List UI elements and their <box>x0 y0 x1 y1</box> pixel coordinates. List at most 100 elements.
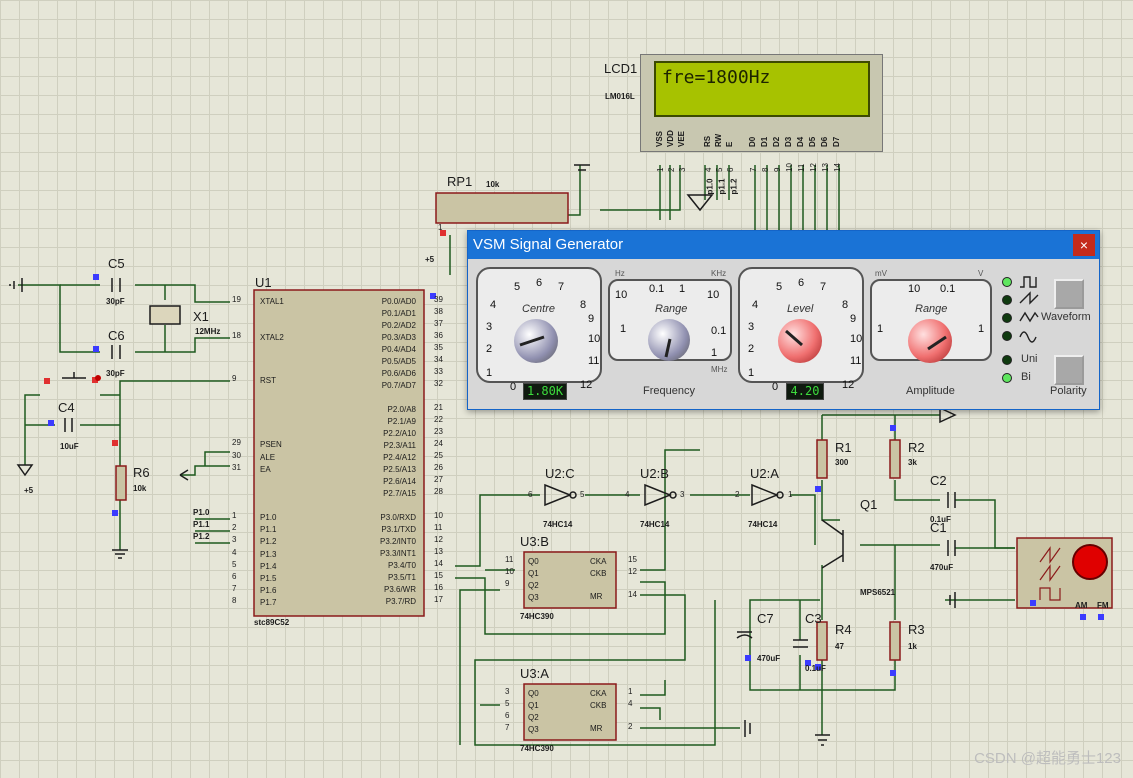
scope-fm: FM <box>1097 601 1109 610</box>
mcu-pin-label: P3.7/RD <box>385 597 416 606</box>
counter-pin-number: 2 <box>628 722 633 731</box>
net-p12: P1.2 <box>193 532 210 541</box>
mcu-pin-label: P0.1/AD1 <box>381 309 416 318</box>
counter-pin-label: Q3 <box>528 725 539 734</box>
mcu-pin-number: 19 <box>232 295 241 304</box>
mcu-pin-label: P3.6/WR <box>383 585 416 594</box>
dial-tick: 12 <box>842 379 855 391</box>
mcu-pin-label: P1.5 <box>260 574 277 583</box>
c5-value: 30pF <box>106 297 125 306</box>
mcu-pin-number: 10 <box>434 511 443 520</box>
mcu-pin-number: 7 <box>232 584 237 593</box>
lcd-pin-label: D0 <box>748 136 757 147</box>
waveform-label: Waveform <box>1041 311 1091 323</box>
dial-tick: 10 <box>588 333 601 345</box>
c1-ref: C1 <box>930 520 947 535</box>
dial-tick: 6 <box>798 277 805 289</box>
counter-pin-label: Q0 <box>528 689 539 698</box>
u3a-ref: U3:A <box>520 666 549 681</box>
waveform-icons <box>1019 276 1039 343</box>
amp-mv-label: mV <box>875 269 887 278</box>
freq-mhz-label: MHz <box>711 365 728 374</box>
waveform-led-sine <box>1002 331 1012 341</box>
counter-pin-label: CKB <box>590 701 607 710</box>
mcu-pin-label: P1.1 <box>260 525 277 534</box>
mcu-pin-number: 26 <box>434 463 443 472</box>
mcu-part: stc89C52 <box>254 618 290 627</box>
mcu-pin-number: 16 <box>434 583 443 592</box>
dial-tick: 1 <box>486 367 493 379</box>
lcd-pin-label: D3 <box>784 136 793 147</box>
freq-khz-label: KHz <box>711 269 727 278</box>
level-knob[interactable] <box>778 319 822 363</box>
port-label-p11: p1.1 <box>717 178 727 195</box>
dial-tick: 4 <box>490 299 497 311</box>
mcu-pin-label: P3.1/TXD <box>381 525 416 534</box>
r3-value: 1k <box>908 642 917 651</box>
waveform-button[interactable] <box>1054 279 1084 309</box>
mcu-pin-number: 28 <box>434 487 443 496</box>
generator-titlebar[interactable]: VSM Signal Generator × <box>468 231 1099 259</box>
dial-tick: 8 <box>842 299 849 311</box>
u2a-part: 74HC14 <box>748 520 778 529</box>
polarity-button[interactable] <box>1054 355 1084 385</box>
freq-range-knob[interactable] <box>648 319 690 361</box>
lcd-pin-label: VDD <box>666 130 675 147</box>
amp-range-knob[interactable] <box>908 319 952 363</box>
range-tick: 0.1 <box>940 283 956 295</box>
mcu-pin-number: 38 <box>434 307 443 316</box>
rp1-ref: RP1 <box>447 174 473 189</box>
mcu-pin-label: P2.5/A13 <box>383 465 416 474</box>
close-button[interactable]: × <box>1073 234 1095 256</box>
c7-value: 470uF <box>757 654 781 663</box>
counter-pin-number: 12 <box>628 567 637 576</box>
mcu-pin-number: 39 <box>434 295 443 304</box>
mcu-pin-number: 5 <box>232 560 237 569</box>
dial-tick: 2 <box>748 343 755 355</box>
lcd-pin-label: RS <box>703 135 712 147</box>
dial-tick: 5 <box>514 281 521 293</box>
r3-ref: R3 <box>908 622 925 637</box>
mcu-pin-label: P1.2 <box>260 537 277 546</box>
level-readout: 4.20 <box>786 383 824 400</box>
sine-icon <box>1019 331 1037 343</box>
amplitude-caption: Amplitude <box>906 385 955 397</box>
mcu-pin-label: ALE <box>260 453 276 462</box>
range-tick: 0.1 <box>649 283 665 295</box>
mcu-pin-number: 1 <box>232 511 237 520</box>
watermark: CSDN @超能勇士123 <box>974 750 1121 767</box>
mcu-pin-label: P2.1/A9 <box>387 417 416 426</box>
lcd-pin-number: 1 <box>656 167 665 172</box>
centre-knob-pointer <box>519 335 545 347</box>
waveform-led-sawtooth <box>1002 295 1012 305</box>
mcu-pin-label: P0.6/AD6 <box>381 369 416 378</box>
mcu-pin-label: P0.4/AD4 <box>381 345 416 354</box>
u2b-out: 4 <box>625 490 630 499</box>
counter-pin-number: 1 <box>628 687 633 696</box>
lcd-pin-number: 5 <box>715 167 724 172</box>
x1-value: 12MHz <box>195 327 221 336</box>
frequency-caption: Frequency <box>643 385 695 397</box>
counter-pin-number: 7 <box>505 723 510 732</box>
range-tick: 0.1 <box>711 325 727 337</box>
dial-tick: 11 <box>588 355 600 367</box>
lcd-pin-number: 3 <box>678 167 687 172</box>
counter-pin-label: MR <box>590 724 603 733</box>
mcu-pin-number: 22 <box>434 415 443 424</box>
centre-knob[interactable] <box>514 319 558 363</box>
range-tick: 1 <box>877 323 884 335</box>
r6-value: 10k <box>133 484 147 493</box>
counter-pin-number: 10 <box>505 567 514 576</box>
counter-pin-number: 6 <box>505 711 510 720</box>
mcu-pin-label: P2.7/A15 <box>383 489 416 498</box>
c3-value: 0.1uF <box>805 664 826 673</box>
dial-tick: 8 <box>580 299 587 311</box>
dial-tick: 1 <box>748 367 755 379</box>
c2-ref: C2 <box>930 473 947 488</box>
dial-tick: 3 <box>486 321 493 333</box>
lcd-pin-number: 10 <box>785 163 794 172</box>
rp1-pin: 1 <box>438 223 443 232</box>
